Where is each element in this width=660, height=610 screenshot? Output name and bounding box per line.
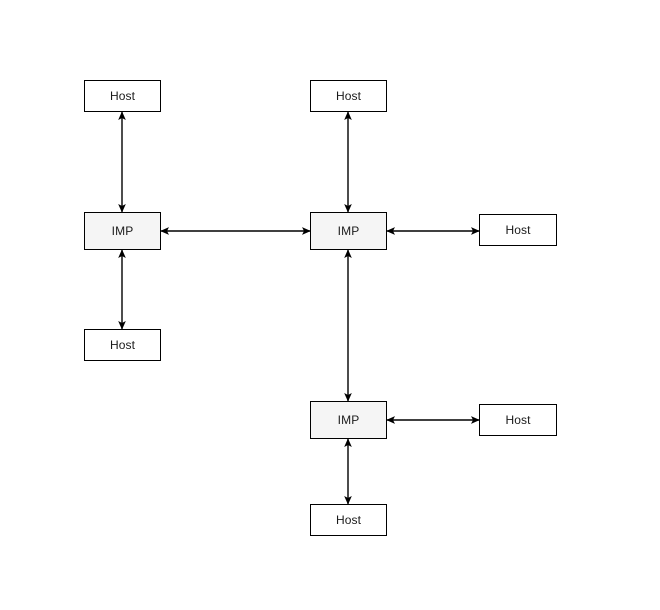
node-host-left-bottom[interactable]: Host [84,329,161,361]
node-label-host-left-top: Host [109,89,136,103]
node-label-host-center-bottom: Host [335,513,362,527]
node-imp-left[interactable]: IMP [84,212,161,250]
node-label-imp-left: IMP [111,224,134,238]
node-label-imp-bottom: IMP [337,413,360,427]
node-label-host-right-bottom: Host [505,413,531,427]
node-imp-center[interactable]: IMP [310,212,387,250]
node-host-left-top[interactable]: Host [84,80,161,112]
node-host-center-bottom[interactable]: Host [310,504,387,536]
node-label-host-right-top: Host [505,223,531,237]
node-host-right-bottom[interactable]: Host [479,404,557,436]
node-imp-bottom[interactable]: IMP [310,401,387,439]
node-host-right-top[interactable]: Host [479,214,557,246]
node-label-host-left-bottom: Host [109,338,136,352]
node-label-host-center-top: Host [335,89,362,103]
node-label-imp-center: IMP [337,224,360,238]
node-host-center-top[interactable]: Host [310,80,387,112]
